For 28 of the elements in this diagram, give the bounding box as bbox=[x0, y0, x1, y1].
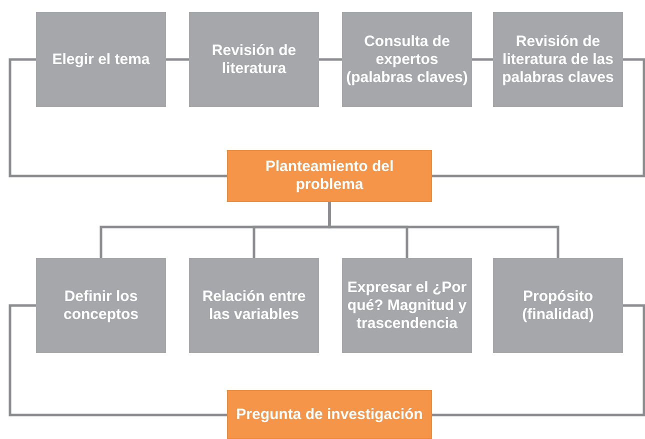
box-label: Definir los conceptos bbox=[62, 288, 140, 324]
connector-line bbox=[472, 58, 493, 61]
connector-line bbox=[432, 58, 645, 178]
process-box bbox=[493, 258, 623, 353]
process-box bbox=[36, 12, 166, 107]
box-label: Relación entre las variables bbox=[201, 288, 307, 324]
box-label: Planteamiento del problema bbox=[264, 158, 395, 194]
process-box bbox=[493, 12, 623, 107]
process-box bbox=[342, 12, 472, 107]
connector-line bbox=[328, 202, 560, 258]
process-box bbox=[189, 12, 319, 107]
highlight-box bbox=[227, 390, 432, 439]
connector-line bbox=[432, 304, 645, 416]
connector-line bbox=[319, 58, 342, 61]
connector-line bbox=[8, 304, 227, 416]
box-label: Revisión de literatura de las palabras claves bbox=[501, 32, 615, 86]
connector-line bbox=[166, 58, 189, 61]
highlight-box bbox=[227, 150, 432, 202]
box-label: Consulta de expertos (palabras claves) bbox=[346, 32, 468, 86]
process-box bbox=[342, 258, 472, 353]
box-label: Expresar el ¿Por qué? Magnitud y trascendencia bbox=[346, 278, 468, 332]
box-label: Propósito (finalidad) bbox=[521, 288, 595, 324]
box-label: Elegir el tema bbox=[52, 50, 150, 68]
connector-line bbox=[8, 58, 227, 178]
box-label: Revisión de literatura bbox=[210, 42, 298, 78]
process-box bbox=[36, 258, 166, 353]
process-box bbox=[189, 258, 319, 353]
box-label: Pregunta de investigación bbox=[236, 406, 423, 424]
